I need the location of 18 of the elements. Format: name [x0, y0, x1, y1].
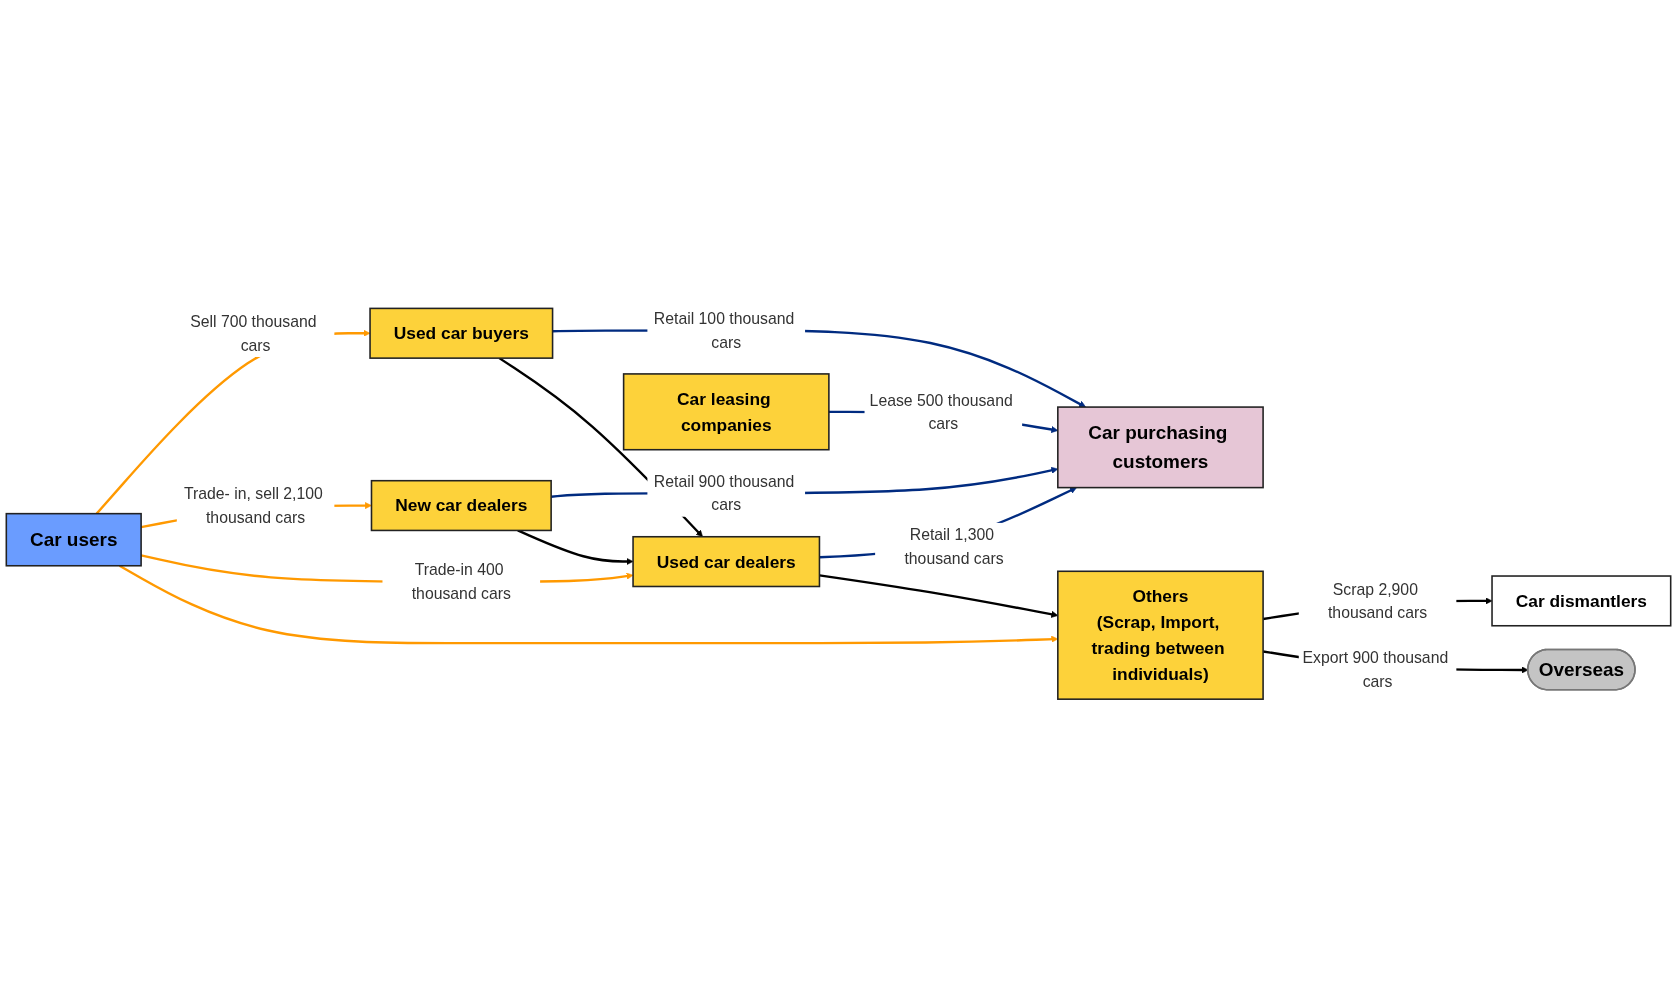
edge-label: Lease 500 thousand cars — [869, 391, 1013, 433]
node-box: Used car buyers — [369, 307, 554, 359]
edge-label: Scrap 2,900 thousand cars — [1327, 580, 1428, 622]
node-box: Car users — [5, 512, 142, 567]
edge-label: Trade-in 400 thousand cars — [411, 561, 511, 603]
edge-label: Retail 1,300 thousand cars — [904, 525, 1004, 567]
node-box: Car dismantlers — [1491, 575, 1672, 627]
arrow — [517, 529, 634, 565]
node-box: Used car dealers — [632, 535, 821, 588]
node-box: Others (Scrap, Import, trading between individuals) — [1057, 570, 1264, 700]
node-box: New car dealers — [370, 479, 552, 532]
edge-label: Retail 900 thousand cars — [653, 472, 795, 514]
edge-label: Export 900 thousand cars — [1302, 649, 1449, 691]
edge-label: Trade- in, sell 2,100 thousand cars — [183, 485, 323, 527]
node-box: Car leasing companies — [622, 373, 830, 451]
edge-label: Sell 700 thousand cars — [190, 312, 317, 354]
node-box: Car purchasing customers — [1057, 406, 1264, 489]
edge-label: Retail 100 thousand cars — [653, 309, 795, 352]
